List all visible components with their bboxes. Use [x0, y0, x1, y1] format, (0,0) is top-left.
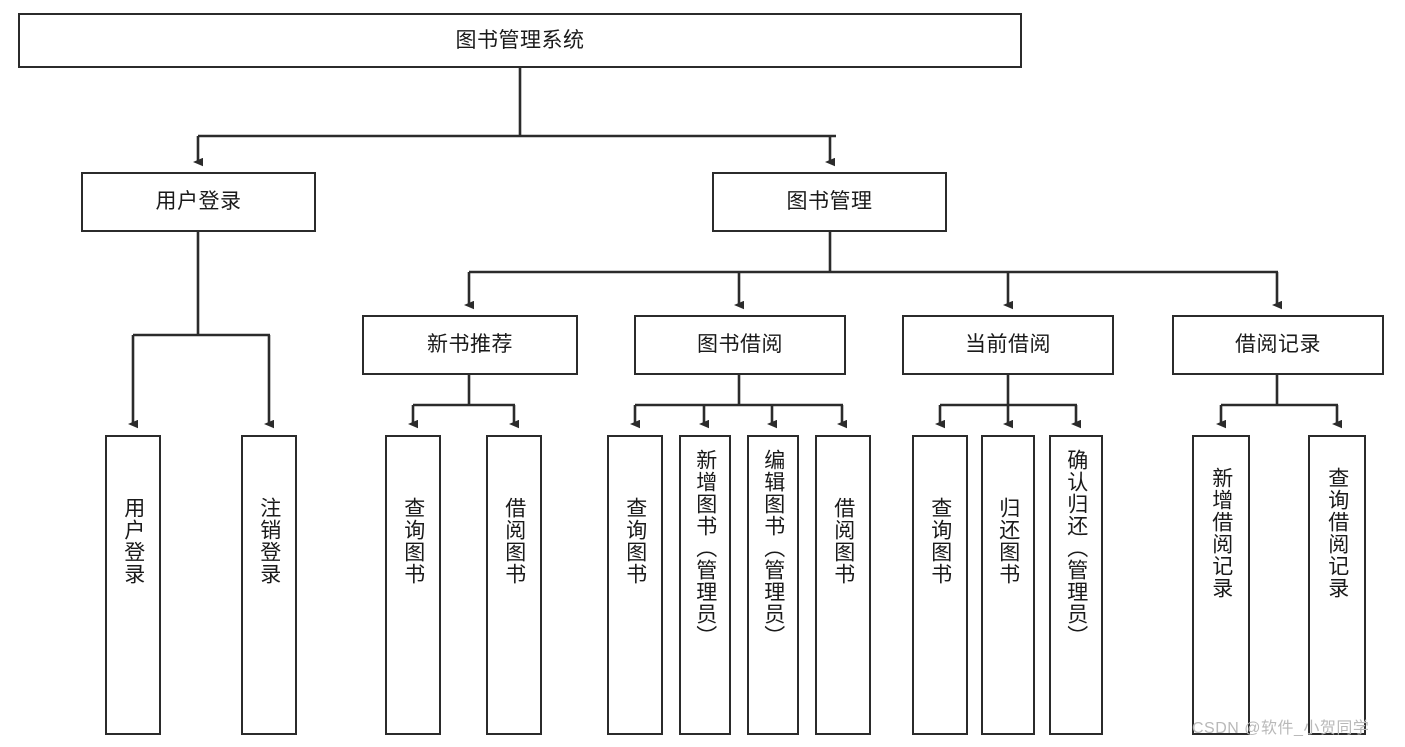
- leaf-return-book[interactable]: 归还图书: [981, 435, 1035, 735]
- leaf-logout[interactable]: 注销登录: [241, 435, 297, 735]
- leaf-query-book-nb[interactable]: 查询图书: [385, 435, 441, 735]
- node-label: 新增借阅记录: [1209, 467, 1233, 599]
- node-label: 归还图书: [996, 497, 1020, 585]
- node-book-management[interactable]: 图书管理: [712, 172, 947, 232]
- node-label: 图书借阅: [697, 333, 783, 357]
- node-label: 借阅记录: [1235, 333, 1321, 357]
- node-label: 确认归还（管理员）: [1064, 449, 1088, 647]
- node-label: 图书管理系统: [455, 28, 585, 52]
- node-label: 新书推荐: [427, 333, 513, 357]
- leaf-borrow-book-bb[interactable]: 借阅图书: [815, 435, 871, 735]
- node-label: 编辑图书（管理员）: [761, 449, 785, 647]
- leaf-confirm-return-admin[interactable]: 确认归还（管理员）: [1049, 435, 1103, 735]
- node-label: 新增图书（管理员）: [693, 449, 717, 647]
- node-label: 借阅图书: [502, 497, 526, 585]
- node-new-book-recommendation[interactable]: 新书推荐: [362, 315, 578, 375]
- node-label: 查询图书: [928, 497, 952, 585]
- node-label: 用户登录: [155, 190, 242, 214]
- leaf-add-borrow-record[interactable]: 新增借阅记录: [1192, 435, 1250, 735]
- leaf-query-book-bb[interactable]: 查询图书: [607, 435, 663, 735]
- node-root-book-management-system[interactable]: 图书管理系统: [18, 13, 1022, 68]
- node-book-borrowing[interactable]: 图书借阅: [634, 315, 846, 375]
- node-label: 用户登录: [121, 497, 145, 585]
- node-label: 图书管理: [786, 190, 873, 214]
- node-label: 查询借阅记录: [1325, 467, 1349, 599]
- node-label: 当前借阅: [965, 333, 1051, 357]
- leaf-edit-book-admin[interactable]: 编辑图书（管理员）: [747, 435, 799, 735]
- leaf-query-borrow-record[interactable]: 查询借阅记录: [1308, 435, 1366, 735]
- leaf-borrow-book-nb[interactable]: 借阅图书: [486, 435, 542, 735]
- leaf-query-book-cb[interactable]: 查询图书: [912, 435, 968, 735]
- node-current-borrowing[interactable]: 当前借阅: [902, 315, 1114, 375]
- node-user-login[interactable]: 用户登录: [81, 172, 316, 232]
- node-label: 查询图书: [401, 497, 425, 585]
- node-label: 注销登录: [257, 497, 281, 585]
- leaf-add-book-admin[interactable]: 新增图书（管理员）: [679, 435, 731, 735]
- node-borrowing-records[interactable]: 借阅记录: [1172, 315, 1384, 375]
- node-label: 借阅图书: [831, 497, 855, 585]
- node-label: 查询图书: [623, 497, 647, 585]
- leaf-user-login[interactable]: 用户登录: [105, 435, 161, 735]
